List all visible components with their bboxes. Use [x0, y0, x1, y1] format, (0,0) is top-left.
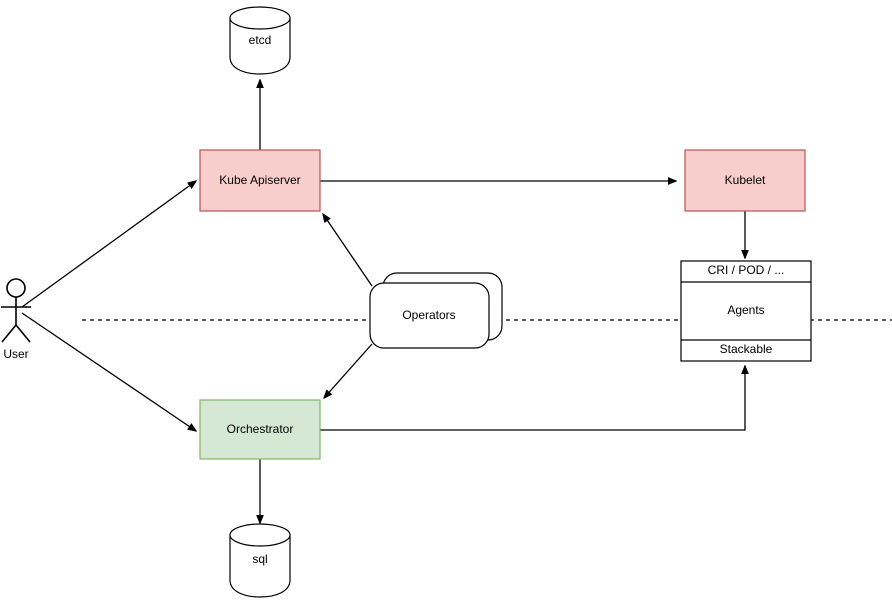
- user-left-leg-line: [1, 324, 17, 343]
- node-agents-stack-top-label: CRI / POD / ...: [708, 263, 785, 277]
- node-agents-stack[interactable]: CRI / POD / ... Agents Stackable: [680, 260, 812, 362]
- user-right-leg-line: [15, 324, 31, 343]
- node-etcd[interactable]: etcd: [229, 6, 291, 75]
- node-sql-label: sql: [252, 552, 267, 566]
- user-head-icon: [6, 278, 26, 298]
- node-kubelet-label: Kubelet: [725, 173, 766, 187]
- node-agents-stack-middle-label: Agents: [727, 303, 764, 317]
- node-orchestrator[interactable]: Orchestrator: [199, 399, 321, 460]
- node-sql[interactable]: sql: [229, 523, 291, 598]
- node-operators[interactable]: Operators: [369, 272, 503, 349]
- node-kube-apiserver-label: Kube Apiserver: [219, 173, 300, 187]
- edge-operators-to-kube-apiserver: [323, 214, 373, 287]
- edge-operators-to-orchestrator: [324, 343, 373, 398]
- node-kubelet[interactable]: Kubelet: [684, 149, 806, 212]
- edge-user-to-kube-apiserver: [21, 181, 196, 308]
- node-user-actor[interactable]: User: [1, 278, 31, 361]
- node-operators-label: Operators: [402, 308, 455, 322]
- node-orchestrator-label: Orchestrator: [227, 422, 294, 436]
- edge-user-to-orchestrator: [21, 312, 196, 431]
- edge-orchestrator-to-stackable: [320, 366, 745, 431]
- node-kube-apiserver[interactable]: Kube Apiserver: [199, 149, 321, 212]
- node-user-label: User: [3, 347, 28, 361]
- node-agents-stack-bottom-label: Stackable: [720, 342, 773, 356]
- node-etcd-label: etcd: [249, 33, 272, 47]
